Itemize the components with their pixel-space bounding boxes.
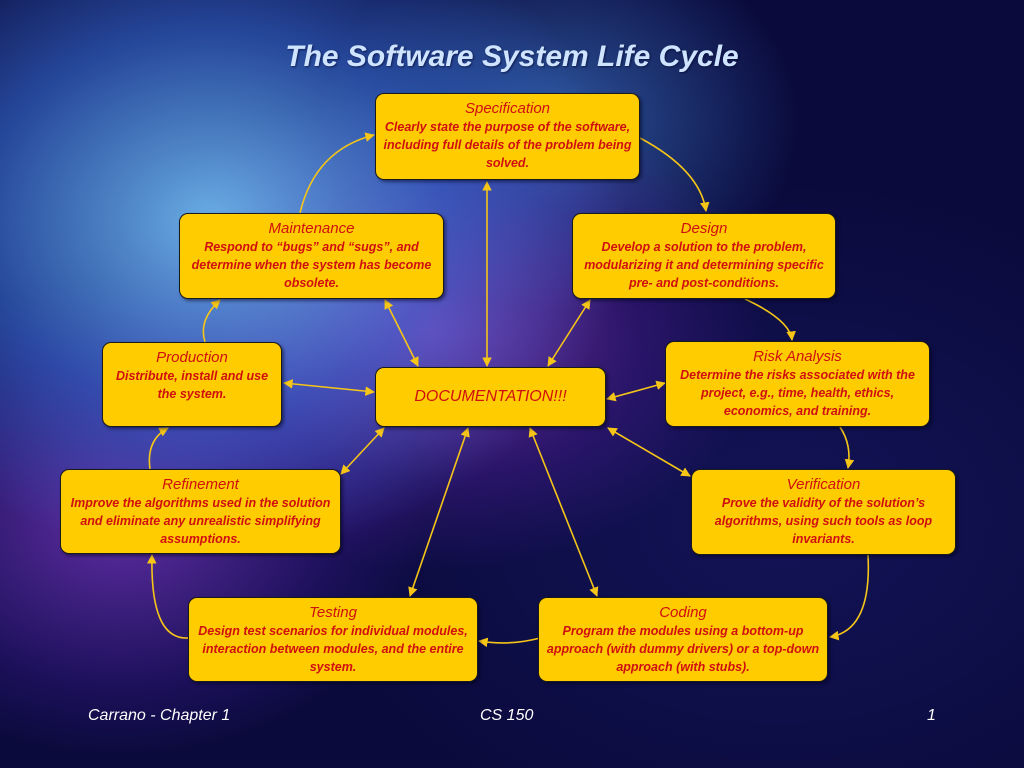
arrow-verification-to-coding xyxy=(829,554,870,641)
arrow-doc-refinement xyxy=(340,427,385,475)
arrow-maintenance-to-specification xyxy=(299,132,375,214)
arrow-doc-coding xyxy=(528,427,599,597)
arrow-specification-to-design xyxy=(639,137,710,212)
documentation-heading: DOCUMENTATION!!! xyxy=(414,388,567,405)
arrow-refinement-to-production xyxy=(148,427,169,470)
testing-heading: Testing xyxy=(309,604,357,621)
refinement-box: Refinement Improve the algorithms used i… xyxy=(60,469,341,554)
slide-title: The Software System Life Cycle xyxy=(285,40,739,73)
risk-analysis-box: Risk Analysis Determine the risks associ… xyxy=(665,341,930,427)
arrow-doc-risk-analysis xyxy=(606,380,666,402)
testing-box: Testing Design test scenarios for indivi… xyxy=(188,597,478,682)
coding-description: Program the modules using a bottom-up ap… xyxy=(546,624,820,674)
arrow-doc-verification xyxy=(607,427,691,477)
verification-box: Verification Prove the validity of the s… xyxy=(691,469,956,555)
arrow-doc-design xyxy=(547,299,591,367)
footer-course: CS 150 xyxy=(480,707,534,724)
arrow-doc-testing xyxy=(408,427,470,597)
refinement-heading: Refinement xyxy=(162,476,239,493)
design-description: Develop a solution to the problem, modul… xyxy=(584,240,824,290)
arrow-doc-production xyxy=(283,379,375,396)
risk-analysis-heading: Risk Analysis xyxy=(753,348,842,365)
specification-description: Clearly state the purpose of the softwar… xyxy=(383,120,632,170)
arrow-testing-to-refinement xyxy=(146,554,189,639)
production-box: Production Distribute, install and use t… xyxy=(102,342,282,427)
production-heading: Production xyxy=(156,349,228,366)
arrow-design-to-risk-analysis xyxy=(744,298,796,341)
risk-analysis-description: Determine the risks associated with the … xyxy=(680,368,915,418)
arrow-production-to-maintenance xyxy=(202,299,221,343)
testing-description: Design test scenarios for individual mod… xyxy=(198,624,468,674)
maintenance-heading: Maintenance xyxy=(268,220,355,237)
verification-heading: Verification xyxy=(786,476,861,493)
coding-box: Coding Program the modules using a botto… xyxy=(538,597,828,682)
maintenance-description: Respond to “bugs” and “sugs”, and determ… xyxy=(191,240,432,290)
verification-description: Prove the validity of the solution’s alg… xyxy=(714,496,933,546)
footer-chapter: Carrano - Chapter 1 xyxy=(88,707,231,724)
coding-heading: Coding xyxy=(659,604,707,621)
maintenance-box: Maintenance Respond to “bugs” and “sugs”… xyxy=(179,213,444,299)
arrow-coding-to-testing xyxy=(478,637,541,648)
specification-heading: Specification xyxy=(464,100,551,117)
documentation-box: DOCUMENTATION!!! xyxy=(375,367,606,427)
design-heading: Design xyxy=(680,220,728,237)
refinement-description: Improve the algorithms used in the solut… xyxy=(70,496,331,546)
arrow-risk-analysis-to-verification xyxy=(839,426,855,469)
footer-page-number: 1 xyxy=(927,707,936,724)
arrow-doc-maintenance xyxy=(384,299,419,367)
design-box: Design Develop a solution to the problem… xyxy=(572,213,836,299)
production-description: Distribute, install and use the system. xyxy=(115,369,269,401)
specification-box: Specification Clearly state the purpose … xyxy=(375,93,640,180)
